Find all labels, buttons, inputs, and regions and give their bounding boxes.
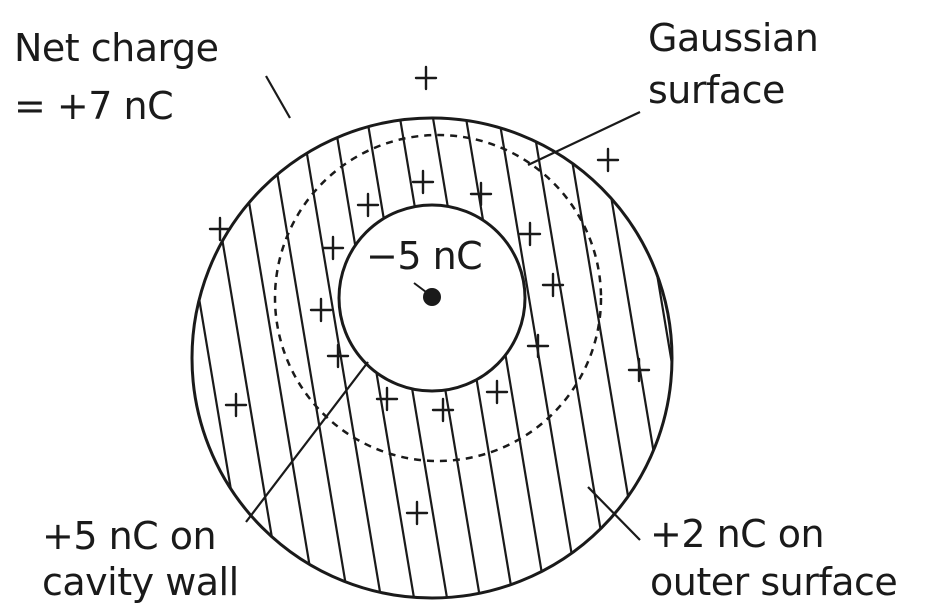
plus-sign	[321, 235, 345, 261]
hatch-line	[263, 118, 352, 598]
cavity-wall-label-line2: cavity wall	[42, 560, 239, 604]
plus-sign	[469, 181, 493, 207]
gaussian-surface-circle	[273, 133, 603, 463]
plus-sign	[414, 65, 438, 91]
hatch-line	[892, 100, 935, 610]
hatch-line	[826, 100, 911, 610]
outer-surface-label-line2: outer surface	[650, 560, 898, 604]
net-charge-label-line1: Net charge	[14, 26, 219, 70]
gaussian-label-line1: Gaussian	[648, 16, 819, 60]
plus-sign	[431, 397, 455, 423]
cavity-wall-label-line1: +5 nC on	[42, 514, 217, 558]
outer-surface-leader	[587, 486, 641, 541]
plus-sign	[596, 147, 620, 173]
net-charge-leader	[265, 75, 291, 119]
plus-sign	[485, 379, 509, 405]
positive-charges	[208, 65, 651, 526]
plus-sign	[309, 297, 333, 323]
plus-sign	[356, 192, 380, 218]
plus-sign	[224, 392, 248, 418]
cavity-wall-leader	[245, 361, 369, 523]
plus-sign	[518, 221, 542, 247]
plus-sign	[375, 386, 399, 412]
plus-sign	[541, 272, 565, 298]
outer-surface-circle	[190, 116, 674, 600]
plus-sign	[208, 216, 232, 242]
net-charge-label-line2: = +7 nC	[14, 84, 174, 128]
outer-surface-label-line1: +2 nC on	[650, 512, 825, 556]
point-charge-pointer	[413, 282, 431, 296]
plus-sign	[411, 169, 435, 195]
plus-sign	[326, 343, 350, 369]
hatch-line	[859, 100, 935, 610]
plus-sign	[627, 357, 651, 383]
hatch-line	[527, 118, 616, 598]
plus-sign	[405, 500, 429, 526]
center-charge-label: −5 nC	[366, 234, 483, 278]
gaussian-leader	[527, 111, 641, 166]
gaussian-label-line2: surface	[648, 68, 785, 112]
plus-sign	[526, 333, 550, 359]
